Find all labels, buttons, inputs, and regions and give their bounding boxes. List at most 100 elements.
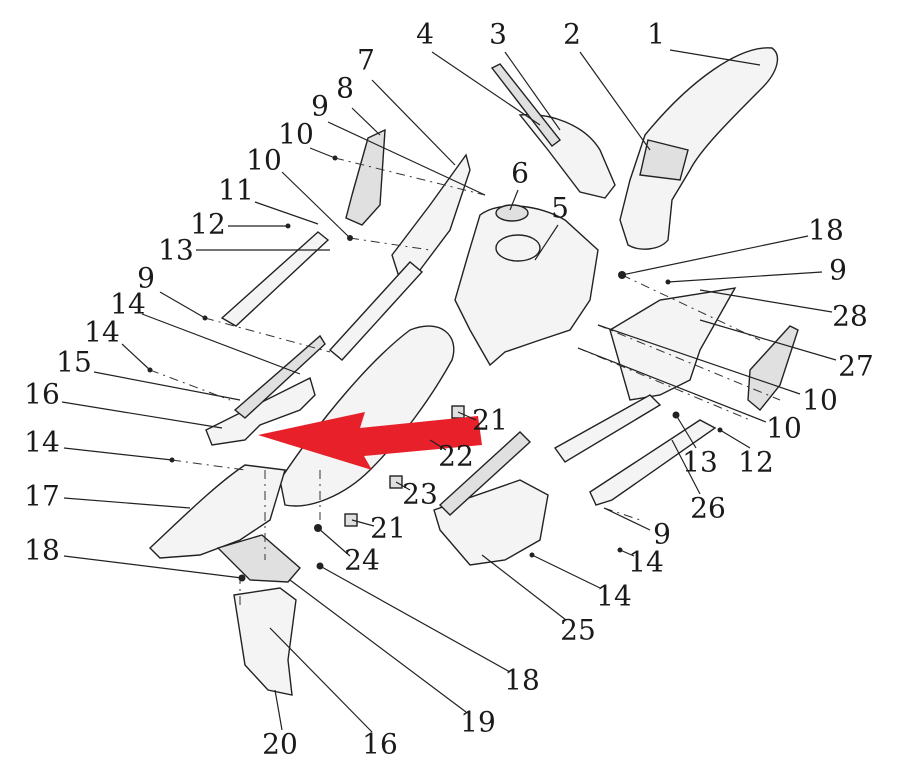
part-left-shroud-deco — [345, 128, 386, 226]
part-seat — [279, 325, 455, 507]
callout-leader-line — [309, 147, 336, 159]
callout-leader-line — [269, 627, 373, 733]
callout-leader-line — [621, 235, 809, 276]
callout-leader-line — [457, 411, 477, 421]
callout-leader-line — [63, 497, 191, 509]
callout-leader-line — [289, 579, 467, 713]
callout-leader-line — [619, 549, 635, 557]
part-left-shroud — [391, 153, 471, 281]
callout-leader-line — [504, 51, 561, 131]
callout-number: 25 — [560, 614, 596, 647]
part-right-side-cover — [433, 479, 549, 566]
callout-leader-line — [597, 324, 801, 395]
part-fuel-tank — [454, 205, 599, 367]
part-right-side-strip-2 — [553, 394, 662, 463]
assembly-line — [621, 274, 761, 341]
callout-number: 18 — [504, 664, 540, 697]
callout-leader-line — [671, 439, 701, 495]
callout-leader-line — [699, 319, 837, 361]
parts-group — [148, 47, 799, 696]
callout-number: 22 — [438, 440, 474, 473]
assembly-line — [349, 237, 431, 251]
callout-number: 14 — [24, 426, 60, 459]
callout-leader-line — [667, 271, 823, 283]
callout-leader-line — [534, 224, 559, 261]
callout-leader-line — [675, 414, 697, 449]
callout-number: 17 — [24, 480, 60, 513]
callout-number: 18 — [24, 534, 60, 567]
callout-number: 4 — [416, 18, 434, 51]
part-right-side-cover-top — [438, 431, 532, 516]
assembly-line — [334, 157, 486, 196]
callout-leader-line — [281, 171, 351, 239]
callout-number: 27 — [838, 350, 874, 383]
callout-leader-line — [481, 554, 567, 621]
callout-leader-line — [603, 507, 651, 531]
callout-leader-line — [327, 121, 486, 196]
assembly-line — [171, 459, 246, 471]
callout-number: 16 — [362, 728, 398, 761]
callout-number: 10 — [278, 118, 314, 151]
callout-number: 3 — [489, 18, 507, 51]
callout-number: 11 — [218, 174, 254, 207]
callout-leader-line — [319, 565, 511, 673]
part-cable-guide — [490, 63, 561, 147]
callout-number: 13 — [158, 234, 194, 267]
callout-number: 24 — [344, 544, 380, 577]
callout-number: 16 — [24, 378, 60, 411]
part-left-side-cover — [205, 376, 316, 446]
callout-leader-line — [63, 555, 243, 579]
callout-number: 20 — [262, 728, 298, 761]
callout-number: 9 — [137, 262, 155, 295]
assembly-line — [597, 324, 781, 401]
callout-leader-line — [669, 49, 761, 66]
part-front-fender-inner — [639, 139, 689, 181]
callout-leader-line — [719, 429, 751, 449]
part-fuel-cap — [495, 204, 529, 222]
callout-leader-line — [699, 289, 833, 313]
callout-number: 15 — [56, 346, 92, 379]
part-rear-fender — [148, 464, 286, 559]
callout-number: 23 — [402, 478, 438, 511]
callout-leader-line — [317, 527, 351, 557]
part-left-side-strip-2 — [328, 261, 424, 361]
callout-number: 10 — [246, 144, 282, 177]
callout-number: 14 — [110, 288, 146, 321]
assembly-line — [577, 347, 751, 421]
callout-leader-line — [431, 51, 541, 126]
callout-leader-line — [395, 481, 411, 491]
part-fuel-filler — [495, 234, 541, 262]
callout-number: 9 — [311, 90, 329, 123]
callout-number: 9 — [829, 254, 847, 287]
callout-number: 26 — [690, 492, 726, 525]
callout-number: 14 — [596, 580, 632, 613]
part-left-side-strip — [220, 231, 330, 327]
callout-number: 2 — [563, 18, 581, 51]
callout-leader-line — [531, 554, 601, 589]
fasteners — [147, 155, 723, 582]
callout-leader-line — [429, 439, 447, 451]
callout-leader-line — [509, 189, 519, 211]
callout-leader-line — [351, 519, 375, 527]
part-front-number-plate — [518, 113, 616, 199]
callout-number: 10 — [802, 384, 838, 417]
part-right-shroud — [609, 287, 737, 401]
callout-leader-line — [579, 51, 651, 151]
callout-leader-line — [61, 401, 223, 429]
callout-number: 10 — [766, 412, 802, 445]
callout-number: 12 — [738, 446, 774, 479]
callout-number: 13 — [682, 446, 718, 479]
callout-number: 18 — [808, 214, 844, 247]
callout-number: 6 — [511, 157, 529, 190]
part-right-shroud-deco — [747, 325, 799, 411]
part-left-side-cover-top — [233, 334, 326, 419]
callout-leader-line — [159, 291, 206, 319]
assembly-line — [204, 317, 331, 353]
part-mud-flap — [233, 587, 297, 696]
callout-number: 14 — [84, 316, 120, 349]
callout-leader-line — [371, 79, 456, 166]
part-right-side-strip — [589, 419, 717, 506]
callout-leader-line — [141, 313, 301, 375]
